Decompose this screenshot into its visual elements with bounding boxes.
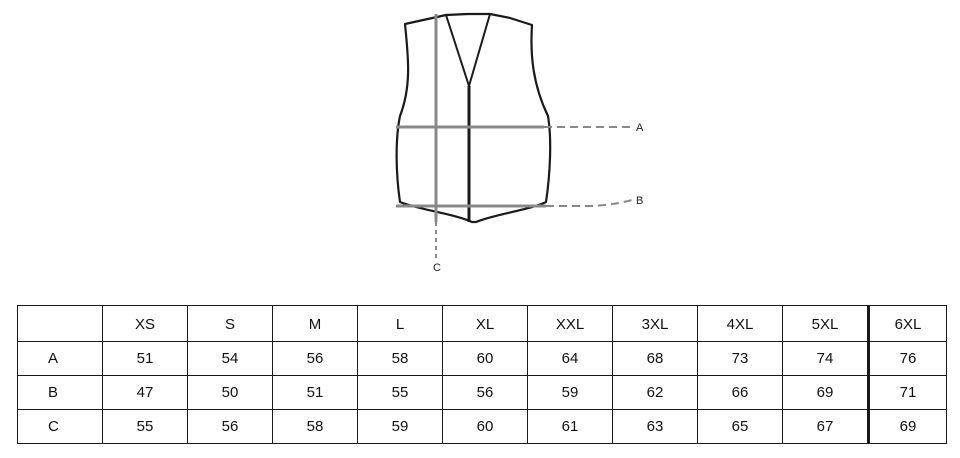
size-header-3xl: 3XL [612, 305, 698, 342]
row-label-a: A [17, 341, 103, 376]
size-header-s: S [187, 305, 273, 342]
table-cell: 50 [187, 375, 273, 410]
row-label-b: B [17, 375, 103, 410]
table-cell: 55 [357, 375, 443, 410]
size-header-m: M [272, 305, 358, 342]
table-row-b: B 47 50 51 55 56 59 62 66 69 71 [17, 375, 947, 410]
table-cell: 68 [612, 341, 698, 376]
table-cell: 62 [612, 375, 698, 410]
table-cell: 59 [357, 409, 443, 444]
table-cell: 47 [102, 375, 188, 410]
table-cell: 54 [187, 341, 273, 376]
table-cell: 56 [272, 341, 358, 376]
label-a: A [636, 122, 644, 134]
table-cell: 58 [272, 409, 358, 444]
table-row-c: C 55 56 58 59 60 61 63 65 67 69 [17, 409, 947, 444]
size-header-xs: XS [102, 305, 188, 342]
table-cell: 51 [272, 375, 358, 410]
table-cell: 71 [867, 375, 947, 410]
table-cell: 65 [697, 409, 783, 444]
table-cell: 74 [782, 341, 869, 376]
size-header-xxl: XXL [527, 305, 613, 342]
table-cell: 61 [527, 409, 613, 444]
size-header-l: L [357, 305, 443, 342]
measure-dash-b [546, 199, 633, 207]
vest-illustration [395, 12, 633, 258]
table-row-a: A 51 54 56 58 60 64 68 73 74 76 [17, 341, 947, 376]
vest-diagram: A B C [380, 0, 680, 290]
table-cell: 73 [697, 341, 783, 376]
table-cell: 59 [527, 375, 613, 410]
table-cell: 67 [782, 409, 869, 444]
size-chart-table: XS S M L XL XXL 3XL 4XL 5XL 6XL A 51 54 … [17, 305, 947, 444]
table-cell: 69 [782, 375, 869, 410]
table-cell: 58 [357, 341, 443, 376]
table-corner-cell [17, 305, 103, 342]
table-cell: 76 [867, 341, 947, 376]
size-header-xl: XL [442, 305, 528, 342]
size-header-6xl: 6XL [867, 305, 947, 342]
table-cell: 51 [102, 341, 188, 376]
table-cell: 60 [442, 341, 528, 376]
label-c: C [433, 262, 441, 274]
size-header-4xl: 4XL [697, 305, 783, 342]
table-header-row: XS S M L XL XXL 3XL 4XL 5XL 6XL [17, 305, 947, 342]
table-cell: 56 [442, 375, 528, 410]
table-cell: 69 [867, 409, 947, 444]
size-header-5xl: 5XL [782, 305, 869, 342]
table-cell: 60 [442, 409, 528, 444]
table-cell: 64 [527, 341, 613, 376]
table-cell: 66 [697, 375, 783, 410]
table-cell: 56 [187, 409, 273, 444]
table-cell: 55 [102, 409, 188, 444]
vest-outline [395, 12, 552, 224]
row-label-c: C [17, 409, 103, 444]
table-cell: 63 [612, 409, 698, 444]
label-b: B [636, 195, 644, 207]
